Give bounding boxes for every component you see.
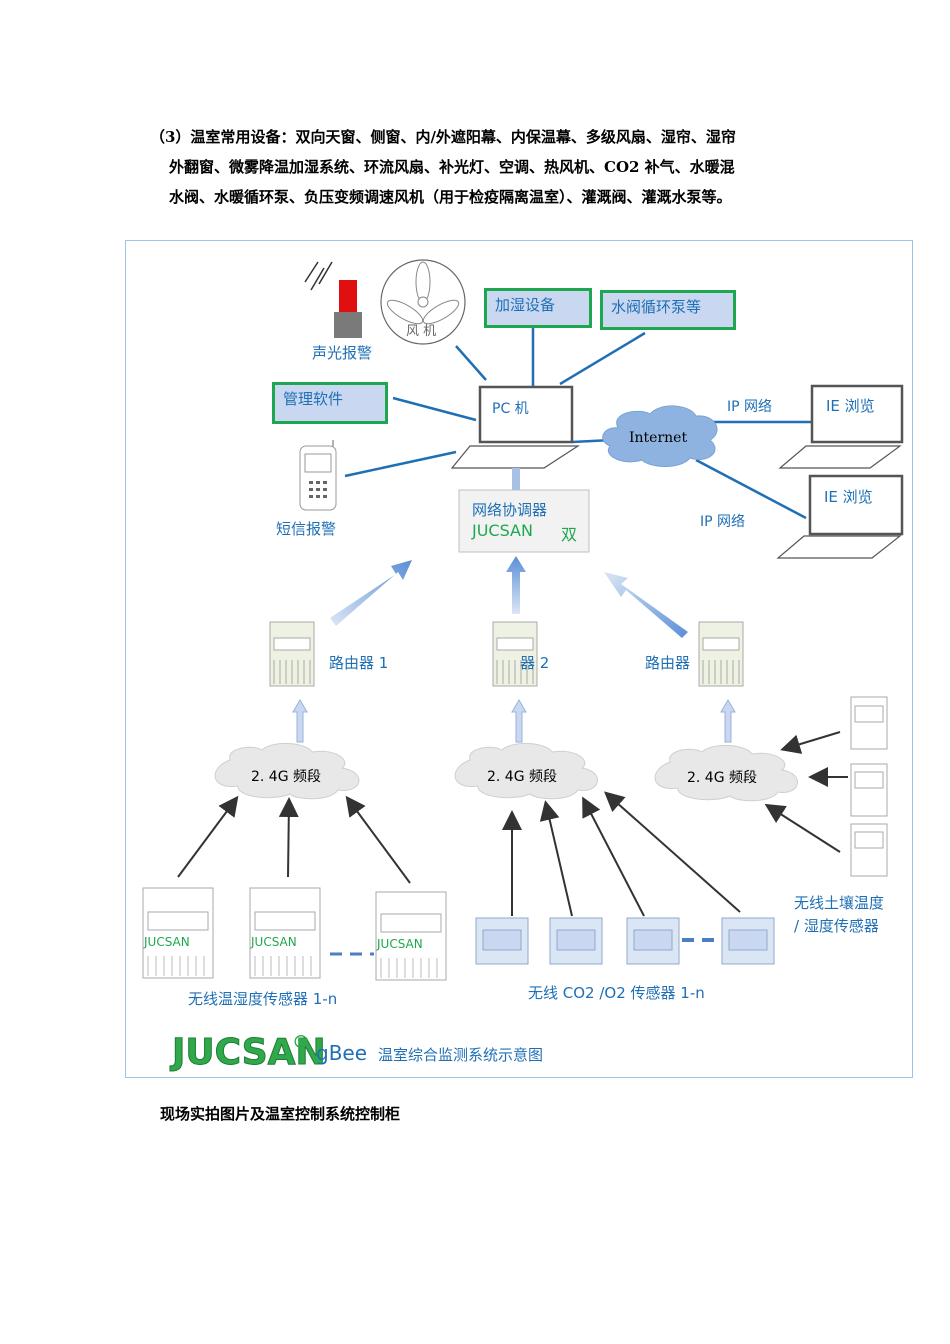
pc-laptop-icon	[450, 385, 581, 469]
ip-network-label-1: IP 网络	[727, 399, 773, 415]
router-3-icon	[698, 621, 744, 687]
soil-sensor-label-line1: 无线土壤温度	[794, 894, 885, 912]
fan-icon	[380, 259, 466, 345]
alarm-light-icon	[304, 261, 362, 338]
router-2-icon	[492, 621, 538, 687]
logo-registered-mark: ®	[292, 1032, 310, 1053]
coordinator-brand: JUCSAN	[472, 521, 533, 540]
internet-cloud-icon	[602, 405, 718, 467]
mobile-phone-icon	[299, 440, 337, 511]
coordinator-suffix: 双	[561, 525, 578, 544]
sensor-brand-3: JUCSAN	[377, 937, 423, 951]
coordinator-title: 网络协调器	[472, 501, 548, 519]
co2-sensor-label: 无线 CO2 /O2 传感器 1-n	[528, 984, 705, 1002]
pc-label: PC 机	[492, 401, 529, 417]
intro-paragraph: （3）温室常用设备：双向天窗、侧窗、内/外遮阳幕、内保温幕、多级风扇、湿帘、湿帘…	[150, 122, 810, 212]
management-software-box: 管理软件	[272, 382, 388, 424]
router-2-label: 器 2	[520, 654, 550, 672]
logo-caption: 温室综合监测系统示意图	[378, 1046, 543, 1064]
alarm-label: 声光报警	[312, 344, 373, 362]
band-to-router-arrows	[292, 699, 736, 743]
ie-laptop-2-icon	[776, 474, 904, 559]
co2-sensors	[475, 917, 775, 965]
coordinator-box	[458, 489, 590, 553]
logo-gbee: gBee	[316, 1041, 367, 1065]
intro-line-2: 外翻窗、微雾降温加湿系统、环流风扇、补光灯、空调、热风机、CO2 补气、水暖混	[169, 158, 735, 176]
band-label-3: 2. 4G 频段	[687, 770, 758, 786]
soil-sensors	[850, 696, 888, 877]
ie-laptop-1-icon	[778, 384, 904, 469]
humidify-device-box: 加湿设备	[484, 288, 592, 328]
ip-network-label-2: IP 网络	[700, 514, 746, 530]
ie-browse-label-2: IE 浏览	[824, 488, 873, 506]
ie-browse-label-1: IE 浏览	[826, 397, 875, 415]
temp-sensor-2-icon	[249, 887, 321, 979]
coordinator-link	[512, 468, 520, 492]
water-pump-box: 水阀循环泵等	[600, 290, 736, 330]
intro-line-1: （3）温室常用设备：双向天窗、侧窗、内/外遮阳幕、内保温幕、多级风扇、湿帘、湿帘	[150, 128, 736, 146]
fan-label: 风 机	[406, 324, 437, 339]
sms-alarm-label: 短信报警	[276, 520, 337, 538]
soil-sensor-label-line2: / 湿度传感器	[794, 917, 879, 935]
router-to-coordinator-arrows	[330, 556, 688, 638]
router-3-label: 路由器	[645, 654, 691, 672]
jucsan-logo: JUCSAN	[169, 1032, 326, 1073]
intro-line-3: 水阀、水暖循环泵、负压变频调速风机（用于检疫隔离温室）、灌溉阀、灌溉水泵等。	[169, 188, 732, 206]
sensor-brand-2: JUCSAN	[251, 935, 297, 949]
band-clouds	[214, 743, 798, 802]
band-label-2: 2. 4G 频段	[487, 769, 558, 785]
pc-connection-lines	[344, 327, 812, 520]
photo-caption: 现场实拍图片及温室控制系统控制柜	[160, 1105, 401, 1123]
temp-sensor-3-icon	[375, 891, 447, 981]
temp-sensor-1-icon	[142, 887, 214, 979]
temp-sensor-label: 无线温湿度传感器 1-n	[188, 990, 338, 1008]
internet-label: Internet	[629, 430, 688, 446]
diagram-frame	[125, 240, 913, 1078]
router-1-label: 路由器 1	[329, 654, 389, 672]
router-1-icon	[269, 621, 315, 687]
sensor-brand-1: JUCSAN	[144, 935, 190, 949]
band-label-1: 2. 4G 频段	[251, 769, 322, 785]
sensor-to-band-arrows	[177, 731, 848, 917]
